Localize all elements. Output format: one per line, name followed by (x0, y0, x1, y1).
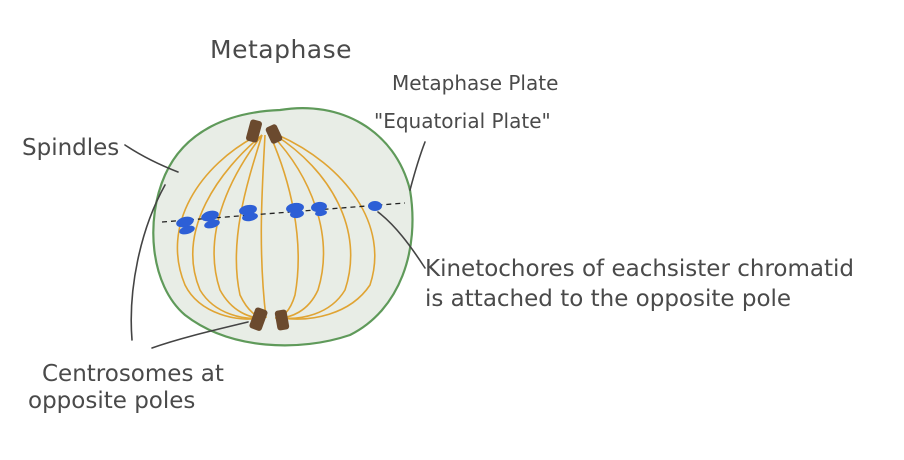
kinetochores-label-line2: is attached to the opposite pole (425, 286, 791, 312)
chromosome (368, 201, 382, 211)
chromosome (315, 209, 327, 217)
centrosome (265, 124, 283, 144)
centrosomes-top (246, 119, 283, 144)
chromosome (179, 225, 195, 235)
chromosome (239, 204, 257, 216)
chromosome (201, 210, 219, 222)
spindles-leader (124, 144, 179, 173)
spindles-to-centrosome-leader (130, 184, 166, 341)
chromosomes (176, 201, 382, 235)
diagram-title: Metaphase (210, 35, 352, 64)
centrosome (274, 309, 290, 331)
metaphase-plate-leader (409, 141, 426, 191)
centrosomes-label-line2: opposite poles (28, 388, 195, 414)
centrosome (246, 119, 262, 143)
centrosome (249, 307, 268, 331)
kinetochores-label-line1: Kinetochores of eachsister chromatid (425, 256, 854, 282)
chromosome (311, 201, 327, 213)
equatorial-plate-label: "Equatorial Plate" (374, 109, 551, 133)
centrosomes-leader (151, 321, 249, 349)
centrosomes-bottom (249, 307, 290, 331)
centrosomes-label-line1: Centrosomes at (42, 361, 224, 387)
chromosome (204, 219, 220, 229)
metaphase-plate-label: Metaphase Plate (392, 71, 558, 95)
kinetochores-leader (377, 211, 426, 269)
spindles-label: Spindles (22, 135, 119, 161)
chromosome (242, 212, 258, 222)
chromosome (290, 209, 304, 219)
chromosome (176, 216, 194, 228)
